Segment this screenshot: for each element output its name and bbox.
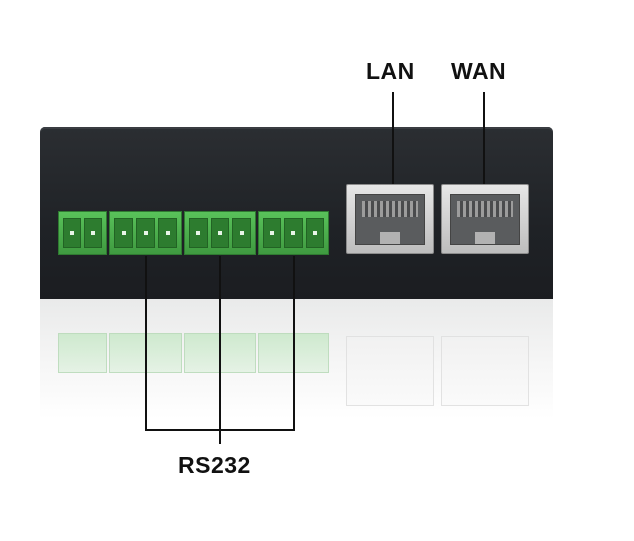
wan-label: WAN	[451, 58, 507, 84]
terminal-block-1	[58, 211, 107, 255]
terminal-slot	[114, 218, 133, 248]
port-latch	[380, 232, 400, 244]
terminal-reflection	[58, 333, 107, 373]
terminal-slot	[136, 218, 155, 248]
terminal-slot	[210, 218, 230, 248]
lan-label: LAN	[366, 58, 415, 84]
rs232-label: RS232	[178, 452, 251, 478]
terminal-slot	[232, 218, 252, 248]
port-latch	[475, 232, 495, 244]
terminal-slot	[63, 218, 81, 248]
terminal-block-3	[184, 211, 256, 255]
port-pins	[362, 201, 418, 217]
port-socket	[355, 194, 425, 245]
terminal-block-2	[109, 211, 182, 255]
port-pins	[457, 201, 513, 217]
port-socket	[450, 194, 520, 245]
port-reflection	[346, 336, 434, 406]
terminal-slot	[284, 218, 303, 248]
terminal-slot	[263, 218, 282, 248]
terminal-block-4	[258, 211, 329, 255]
lan-port	[346, 184, 434, 254]
port-reflection	[441, 336, 529, 406]
terminal-slot	[158, 218, 177, 248]
terminal-slot	[84, 218, 102, 248]
wan-port	[441, 184, 529, 254]
terminal-slot	[189, 218, 208, 248]
terminal-slot	[305, 218, 324, 248]
